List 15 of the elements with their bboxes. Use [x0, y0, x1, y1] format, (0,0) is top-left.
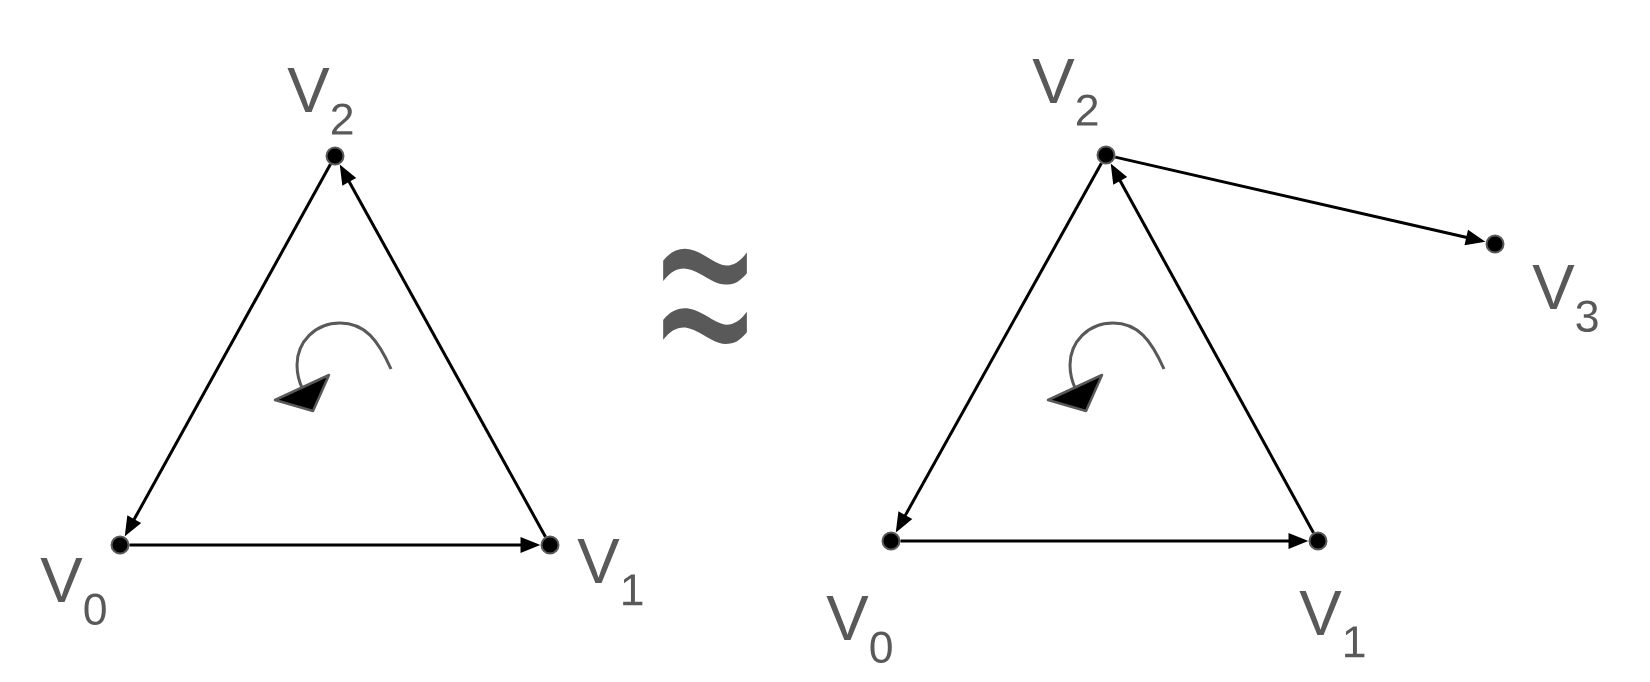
vertex-dot [325, 146, 345, 166]
vertex-label: V$_{3}$ [1532, 265, 1598, 333]
vertex-dot [1096, 145, 1116, 165]
vertex-dot [110, 535, 130, 555]
vertex-dot [1308, 531, 1328, 551]
approx-sign: ≈ [663, 248, 747, 344]
vertex-dot [881, 531, 901, 551]
vertex-label: V$_{2}$ [1032, 59, 1098, 126]
vertex-dot [1485, 234, 1505, 254]
vertex-label: V$_{2}$ [287, 68, 353, 135]
vertex-dot [540, 535, 560, 555]
vertex-label: V$_{0}$ [826, 596, 892, 664]
vertex-label: V$_{1}$ [1299, 591, 1365, 658]
vertex-label: V$_{0}$ [40, 558, 106, 626]
vertex-label: V$_{1}$ [577, 539, 643, 606]
